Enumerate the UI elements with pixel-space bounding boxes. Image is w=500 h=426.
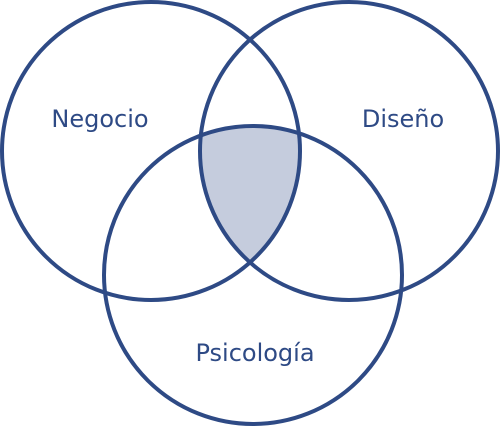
label-negocio: Negocio	[51, 105, 148, 133]
circle-psicologia	[102, 124, 404, 426]
label-psicologia: Psicología	[195, 339, 314, 367]
label-diseno: Diseño	[362, 105, 444, 133]
circle-negocio	[0, 0, 302, 302]
circle-diseno	[198, 0, 500, 302]
